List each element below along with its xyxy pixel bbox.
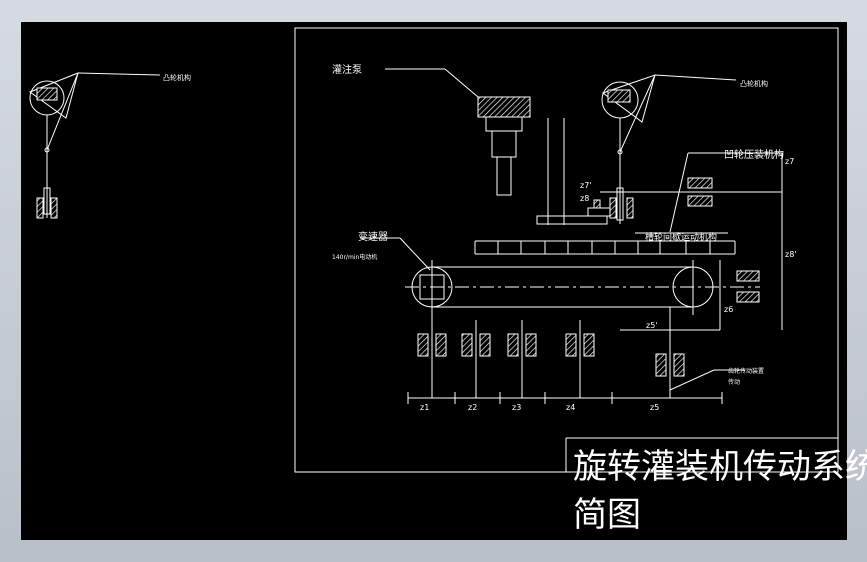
gear-train (407, 307, 745, 404)
label-z1: z1 (420, 403, 429, 412)
label-z8: z8 (580, 194, 589, 203)
title-block: 旋转灌装机传动系统 简图 (573, 447, 867, 535)
labels: 凸轮机构 灌注泵 凸轮机构 凹轮压装机构 z7 z7' z8 槽轮间歇运动机构 … (163, 63, 797, 412)
label-pump: 灌注泵 (332, 63, 362, 76)
left-cam-mechanism (28, 72, 161, 219)
label-reducer: 变速器 (358, 230, 388, 243)
label-z4: z4 (566, 403, 575, 412)
pump (385, 68, 531, 196)
label-gear-note-2: 传动 (728, 378, 740, 386)
right-cam-mechanism (601, 74, 737, 224)
label-z8p: z8' (785, 250, 797, 259)
label-z6: z6 (724, 305, 733, 314)
drawing-canvas (21, 22, 847, 540)
gear-z6-lower (736, 291, 760, 303)
label-z3: z3 (512, 403, 521, 412)
label-gear-note-1: 齿轮传动装置 (728, 367, 764, 375)
title-line-1: 旋转灌装机传动系统 (573, 447, 867, 487)
label-z7p: z7' (580, 181, 592, 190)
label-press: 凹轮压装机构 (724, 148, 784, 161)
conveyor-belt (360, 237, 760, 315)
press-mechanism (600, 152, 783, 330)
label-z5: z5 (650, 403, 659, 412)
intermittent-mechanism (474, 199, 736, 255)
label-z2: z2 (468, 403, 477, 412)
title-line-2: 简图 (573, 495, 641, 535)
label-motor: 140r/min电动机 (332, 253, 377, 261)
label-intermittent: 槽轮间歇运动机构 (645, 231, 717, 243)
label-cam-left: 凸轮机构 (163, 73, 191, 82)
gear-z6-upper (736, 270, 760, 282)
label-cam-right: 凸轮机构 (740, 79, 768, 88)
label-z5p: z5' (646, 321, 658, 330)
label-z7: z7 (785, 157, 794, 166)
